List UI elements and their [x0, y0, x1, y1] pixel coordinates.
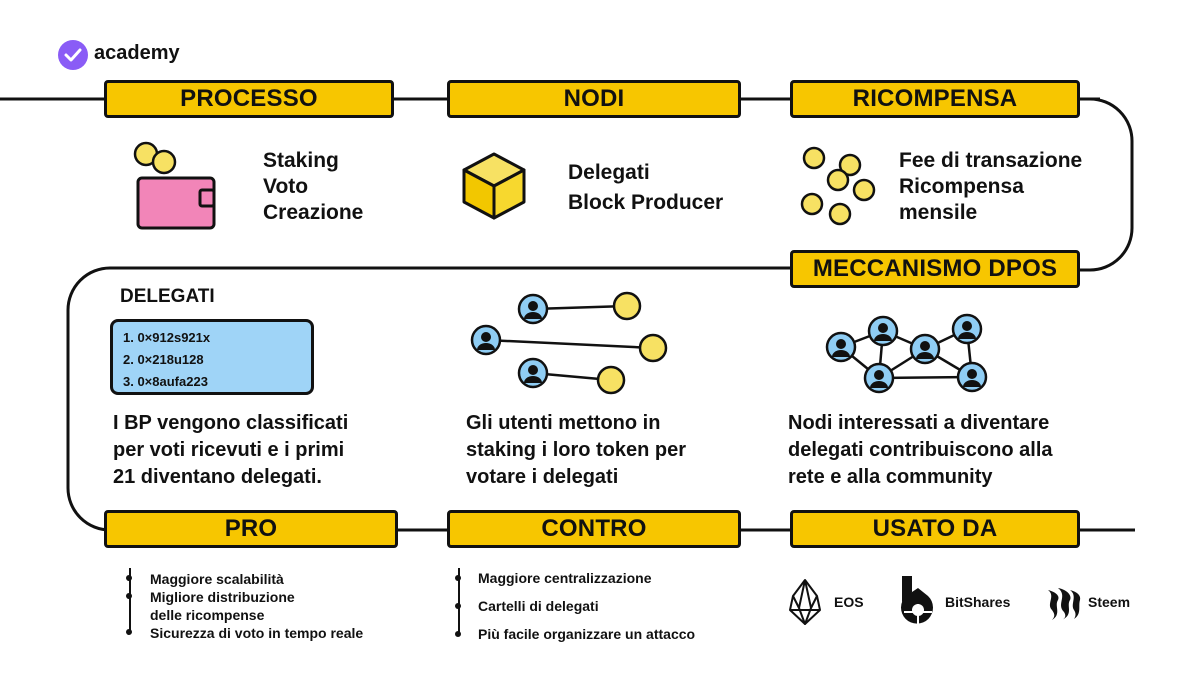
cube-icon — [462, 152, 526, 220]
header-processo: PROCESSO — [104, 80, 394, 118]
contro-item: Maggiore centralizzazione — [478, 570, 652, 586]
delegati-list-item: 1. 0×912s921x — [123, 330, 211, 345]
pro-item: Migliore distribuzione — [150, 589, 295, 605]
bitshares-label: BitShares — [945, 594, 1011, 610]
processo-item-staking: Staking — [263, 149, 339, 172]
staking-desc-line: staking i loro token per — [466, 439, 687, 461]
header-usato-da: USATO DA — [790, 510, 1080, 548]
bullet-dot — [455, 575, 461, 581]
steem-logo — [1048, 588, 1081, 620]
processo-item-creazione: Creazione — [263, 201, 364, 224]
brand-name: academy — [94, 42, 180, 64]
bullet-dot — [455, 631, 461, 637]
ricompensa-item-mensile: mensile — [899, 201, 978, 224]
steem-label: Steem — [1088, 594, 1131, 610]
ricompensa-item-fee: Fee di transazione — [899, 149, 1083, 172]
network-desc-line: Nodi interessati a diventare — [788, 412, 1050, 434]
nodi-item-delegati: Delegati — [568, 161, 650, 184]
network-desc-line: rete e alla community — [788, 466, 993, 488]
contro-item: Più facile organizzare un attacco — [478, 626, 696, 642]
eos-logo — [789, 579, 821, 625]
delegati-list-box: 1. 0×912s921x 2. 0×218u128 3. 0×8aufa223 — [110, 319, 314, 395]
bullet-dot — [126, 629, 132, 635]
contro-item: Cartelli di delegati — [478, 598, 599, 614]
delegati-desc-line: 21 diventano delegati. — [113, 466, 322, 488]
coins-icon — [800, 146, 876, 226]
header-nodi: NODI — [447, 80, 741, 118]
delegati-desc-line: per voti ricevuti e i primi — [113, 439, 345, 461]
bullet-dot — [126, 593, 132, 599]
contro-bullet-line — [458, 568, 460, 636]
network-desc-line: delegati contribuiscono alla — [788, 439, 1053, 461]
pro-item: Maggiore scalabilità — [150, 571, 284, 587]
processo-item-voto: Voto — [263, 175, 309, 198]
nodi-item-block-producer: Block Producer — [568, 191, 724, 214]
eos-label: EOS — [834, 594, 864, 610]
brand-logo[interactable]: academy — [58, 40, 198, 72]
header-contro: CONTRO — [447, 510, 741, 548]
pro-item: Sicurezza di voto in tempo reale — [150, 625, 364, 641]
pro-bullet-line — [129, 568, 131, 632]
delegati-list-item: 3. 0×8aufa223 — [123, 374, 208, 389]
delegati-list-item: 2. 0×218u128 — [123, 352, 204, 367]
bitshares-logo — [901, 576, 933, 626]
ricompensa-item-ricompensa: Ricompensa — [899, 175, 1024, 198]
pro-item: delle ricompense — [150, 607, 265, 623]
bullet-dot — [455, 603, 461, 609]
header-ricompensa: RICOMPENSA — [790, 80, 1080, 118]
delegati-title: DELEGATI — [120, 286, 215, 307]
bullet-dot — [126, 575, 132, 581]
staking-desc-line: votare i delegati — [466, 466, 619, 488]
academy-logo-icon — [58, 40, 88, 70]
staking-desc-line: Gli utenti mettono in — [466, 412, 661, 434]
header-meccanismo-dpos: MECCANISMO DPOS — [790, 250, 1080, 288]
wallet-icon — [133, 141, 216, 230]
delegati-desc-line: I BP vengono classificati — [113, 412, 349, 434]
node-network-icon — [825, 313, 988, 394]
header-pro: PRO — [104, 510, 398, 548]
users-voting-icon — [470, 291, 668, 395]
